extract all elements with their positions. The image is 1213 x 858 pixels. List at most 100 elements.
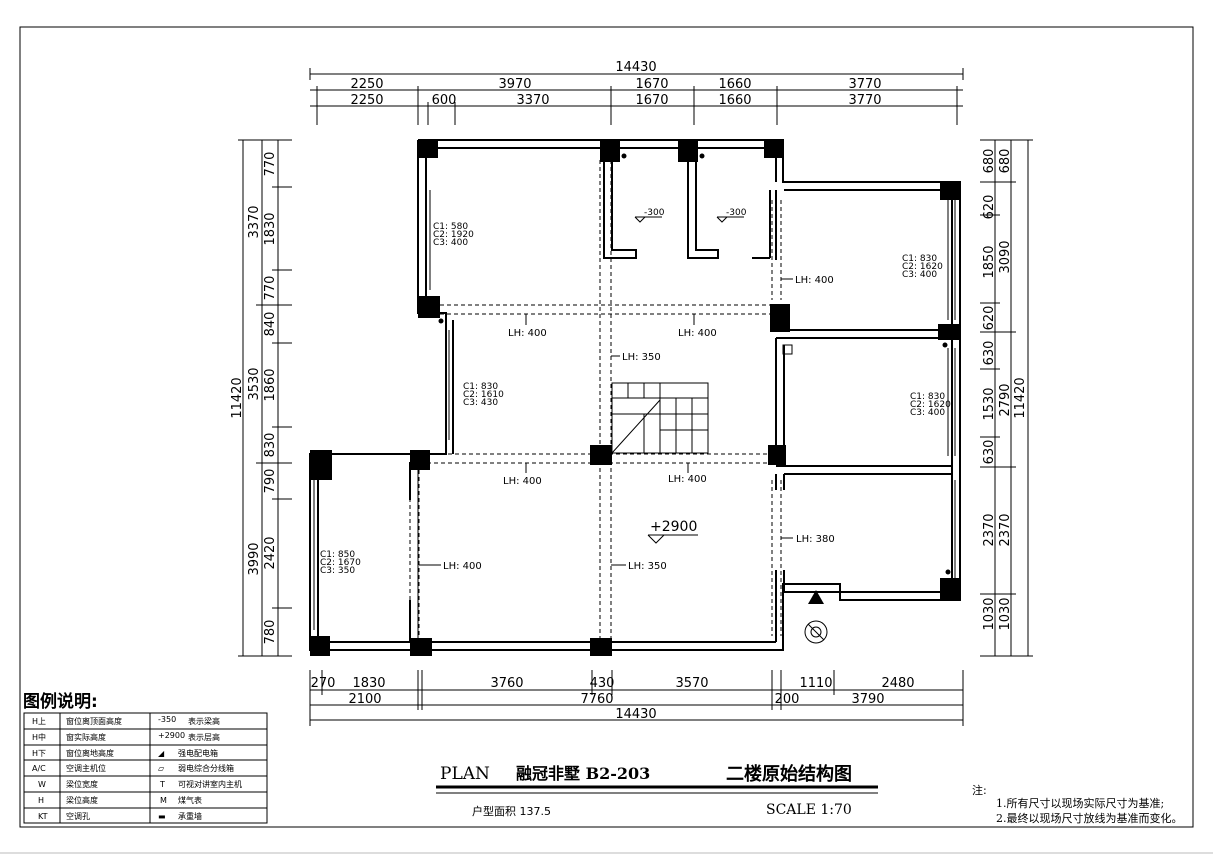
window-label: C1: 830 — [463, 382, 498, 392]
legend-code: H — [38, 796, 44, 805]
dim-bottom: 2100 — [348, 692, 381, 707]
legend-desc: 可视对讲室内主机 — [178, 779, 242, 789]
legend-desc: 窗位离地高度 — [66, 748, 114, 758]
level-label: +2900 — [650, 519, 697, 535]
window-label: C2: 1620 — [910, 400, 951, 410]
dim-top: 2250 — [350, 77, 383, 92]
beam-label: LH: 400 — [443, 561, 482, 572]
legend-code: KT — [38, 812, 48, 821]
dim-top: 3770 — [848, 93, 881, 108]
window-label: C2: 1610 — [463, 390, 504, 400]
dim-left-total: 11420 — [230, 377, 245, 418]
legend-code: W — [38, 780, 46, 789]
window-label: C3: 400 — [902, 270, 937, 280]
window-label: C3: 350 — [320, 566, 355, 576]
dim-right: 680 — [982, 149, 997, 174]
legend-desc: 梁位宽度 — [66, 779, 98, 789]
dim-bottom: 1830 — [352, 676, 385, 691]
dim-right: 1850 — [982, 245, 997, 278]
legend-desc: 窗实际高度 — [66, 732, 106, 742]
dim-bottom: 1110 — [799, 676, 832, 691]
walls — [309, 139, 961, 651]
beam-lines — [409, 160, 782, 640]
dim-top: 3970 — [498, 77, 531, 92]
window-label: C1: 830 — [902, 254, 937, 264]
legend-desc: 强电配电箱 — [178, 748, 218, 758]
dim-right: 680 — [998, 149, 1013, 174]
legend-code: H上 — [32, 717, 46, 726]
entrance-arrow-icon — [804, 590, 828, 644]
dim-left: 840 — [263, 312, 278, 337]
level-marks: -300 -300 +2900 — [634, 208, 747, 544]
dim-right: 2370 — [982, 513, 997, 546]
dim-bottom: 270 — [311, 676, 336, 691]
beam-label: LH: 400 — [795, 275, 834, 286]
dim-bottom: 3790 — [851, 692, 884, 707]
title-project: 融冠非墅 B2-203 — [516, 764, 650, 783]
beam-label: LH: 400 — [503, 476, 542, 487]
dim-bottom: 7760 — [580, 692, 613, 707]
dim-top: 1660 — [718, 77, 751, 92]
dim-top: 2250 — [350, 93, 383, 108]
bottom-dimensions: 270 1830 3760 430 3570 200 1110 2480 210… — [309, 670, 964, 726]
title-plan: PLAN — [440, 764, 490, 784]
dim-right: 620 — [982, 306, 997, 331]
window-label: C3: 430 — [463, 398, 498, 408]
dim-bottom-total: 14430 — [615, 707, 656, 722]
dim-right-total: 11420 — [1013, 377, 1028, 418]
dim-left: 1860 — [263, 368, 278, 401]
window-label: C2: 1620 — [902, 262, 943, 272]
dim-right: 3090 — [998, 240, 1013, 273]
dim-right: 630 — [982, 341, 997, 366]
dim-right: 1030 — [982, 597, 997, 630]
window-label: C3: 400 — [433, 238, 468, 248]
dim-bottom: 2480 — [881, 676, 914, 691]
window-label: C1: 830 — [910, 392, 945, 402]
legend: 图例说明: H上 窗位离顶面高度 -350 表示梁高 H中 窗实际高度 +290… — [23, 691, 268, 824]
legend-desc: 表示梁高 — [188, 716, 220, 726]
beam-label: LH: 350 — [622, 352, 661, 363]
beam-label: LH: 400 — [508, 328, 547, 339]
dim-left: 3530 — [247, 367, 262, 400]
drawing-frame — [19, 26, 1194, 828]
dim-top: 3770 — [848, 77, 881, 92]
level-label: -300 — [644, 208, 665, 218]
title-scale: SCALE 1:70 — [766, 802, 852, 818]
dim-left: 770 — [263, 152, 278, 177]
legend-symbol: ◢ — [158, 749, 165, 758]
dim-top: 600 — [432, 93, 457, 108]
level-label: -300 — [726, 208, 747, 218]
title-name: 二楼原始结构图 — [726, 763, 852, 785]
dim-right: 1530 — [982, 387, 997, 420]
legend-code: H中 — [32, 732, 46, 742]
outlet-dots — [438, 153, 951, 575]
legend-code: H下 — [32, 749, 46, 758]
notes-label: 注: — [972, 783, 987, 797]
dim-bottom: 3570 — [675, 676, 708, 691]
dim-top: 3370 — [516, 93, 549, 108]
legend-desc: 空调主机位 — [66, 763, 106, 773]
note-1: 1.所有尺寸以现场实际尺寸为基准; — [996, 796, 1164, 810]
notes: 注: 1.所有尺寸以现场实际尺寸为基准; 2.最终以现场尺寸放线为基准而变化。 — [972, 783, 1183, 825]
legend-desc: 煤气表 — [178, 795, 202, 805]
note-2: 2.最终以现场尺寸放线为基准而变化。 — [996, 811, 1183, 825]
staircase — [611, 382, 709, 454]
dim-right: 620 — [982, 195, 997, 220]
legend-desc: 弱电综合分线箱 — [178, 763, 234, 773]
legend-symbol: ▬ — [158, 812, 166, 821]
dim-left: 790 — [263, 469, 278, 494]
beam-label: LH: 400 — [678, 328, 717, 339]
dim-left: 1830 — [263, 212, 278, 245]
legend-desc: 承重墙 — [178, 811, 202, 821]
title-area: 户型面积 137.5 — [472, 804, 551, 818]
beam-label: LH: 380 — [796, 534, 835, 545]
legend-symbol: ▱ — [158, 764, 165, 773]
window-labels: C1: 580 C2: 1920 C3: 400 C1: 830 C2: 162… — [320, 222, 951, 576]
beam-labels: LH: 400 LH: 400 LH: 400 LH: 350 LH: 400 … — [419, 275, 835, 572]
dim-left: 780 — [263, 620, 278, 645]
legend-symbol: +2900 — [158, 731, 185, 740]
window-label: C2: 1670 — [320, 558, 361, 568]
dim-left: 2420 — [263, 536, 278, 569]
window-label: C2: 1920 — [433, 230, 474, 240]
dim-right: 2370 — [998, 513, 1013, 546]
